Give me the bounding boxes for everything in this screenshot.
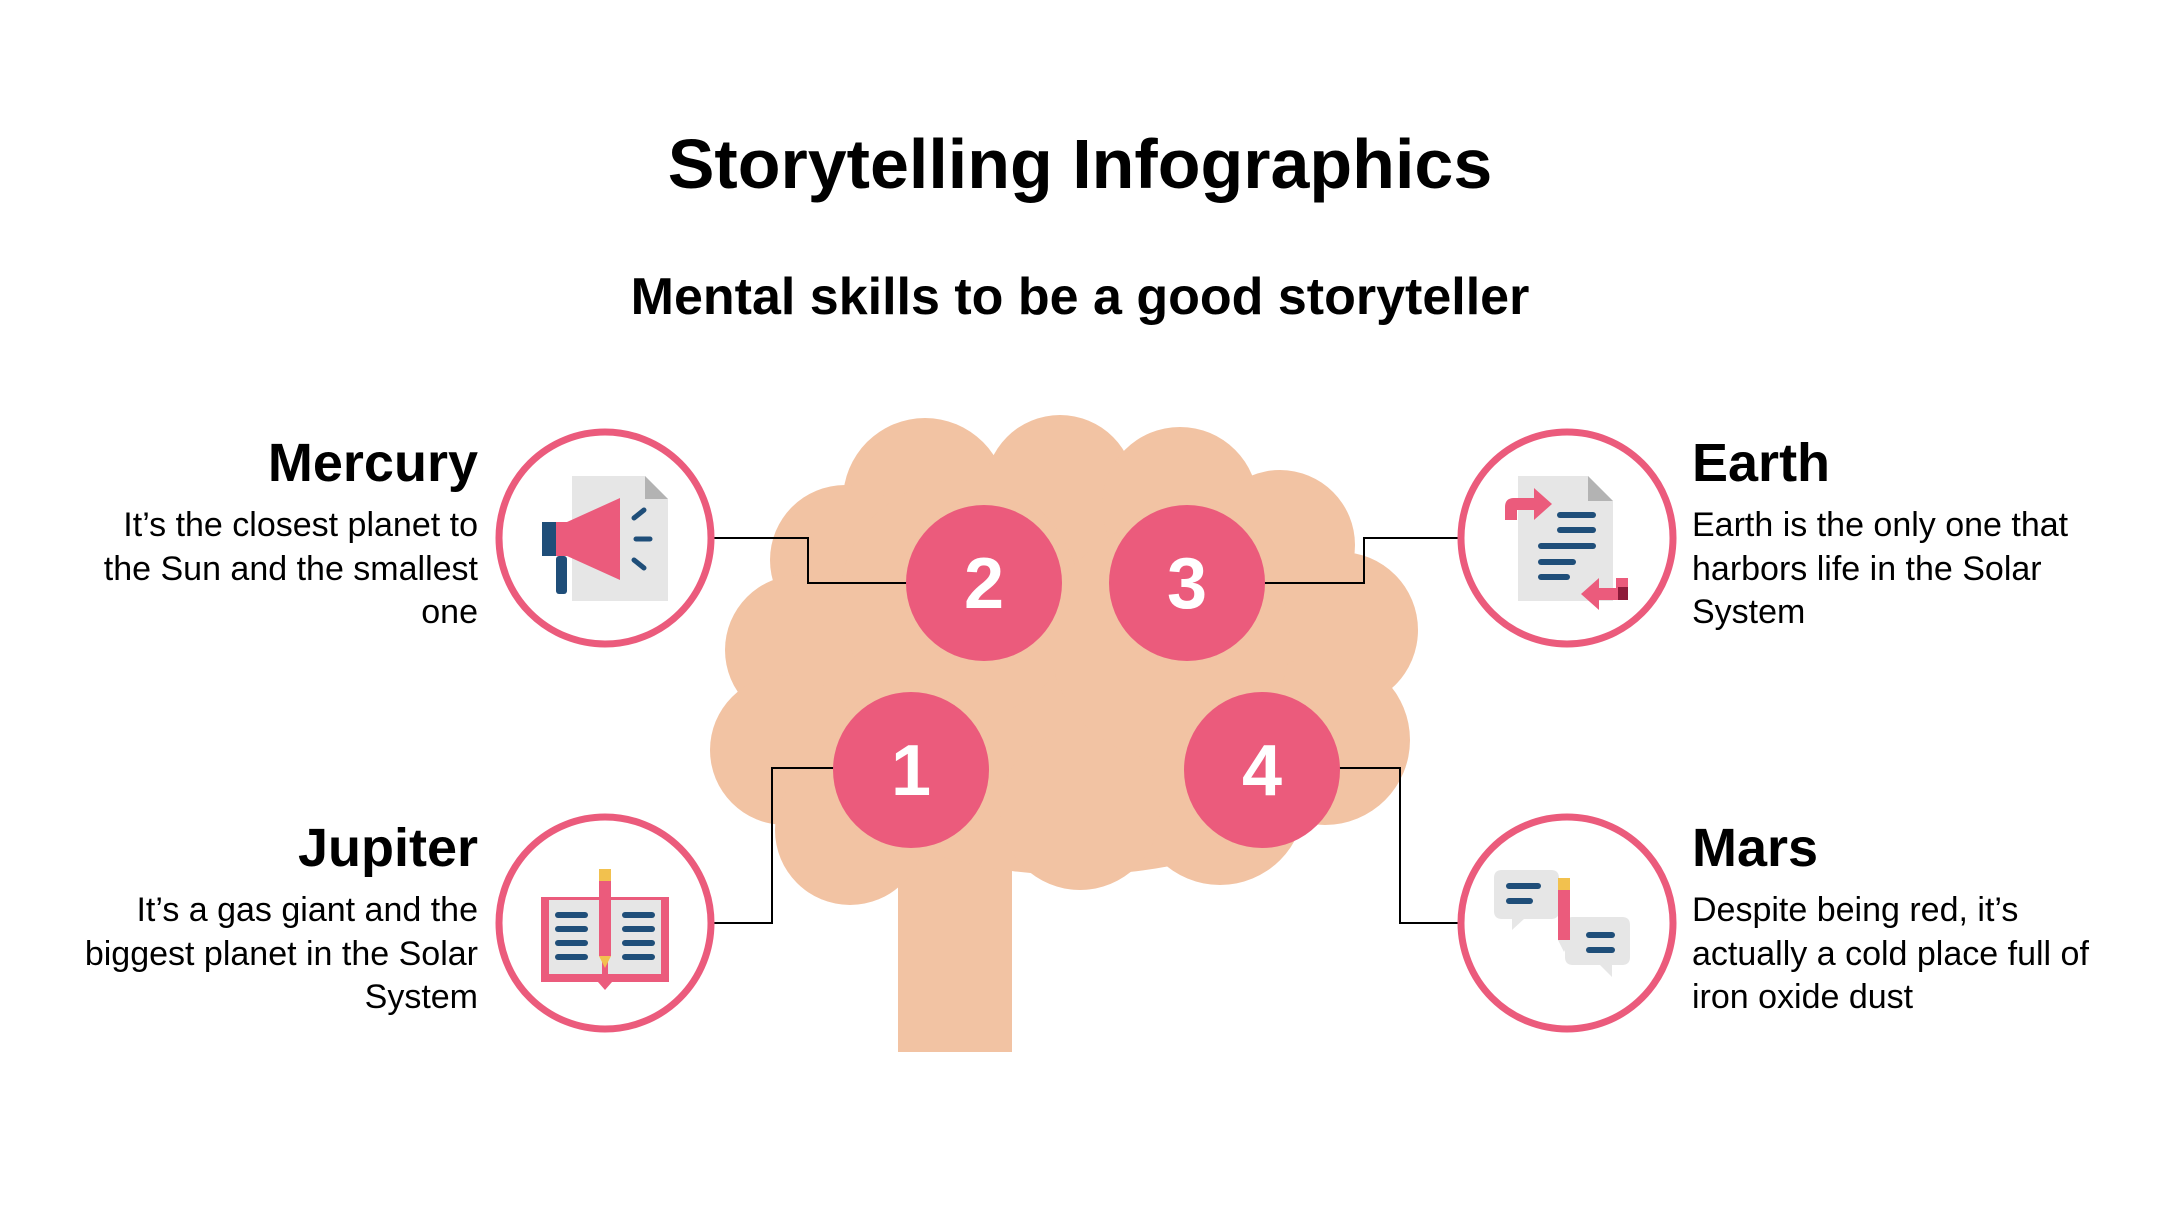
item-description: It’s a gas giant and the biggest planet …: [84, 891, 478, 1016]
number-label-1: 1: [891, 731, 931, 811]
page-title: Storytelling Infographics: [667, 125, 1493, 203]
chat-bubbles-pencil-icon: [1494, 870, 1630, 977]
item-heading: Mercury: [267, 433, 478, 493]
item-description: Despite being red, it’s actually a cold …: [1692, 891, 2089, 1016]
page-subtitle: Mental skills to be a good storyteller: [630, 268, 1530, 326]
document-exchange-icon: [1505, 476, 1628, 610]
item-mercury: Mercury It’s the closest planet to the S…: [80, 430, 478, 635]
number-label-2: 2: [964, 544, 1004, 624]
connector-mars: [1338, 767, 1460, 924]
number-circle-3: 3: [1109, 505, 1265, 661]
number-circle-4: 4: [1184, 692, 1340, 848]
connector-earth: [1264, 537, 1460, 584]
connector-lines: [712, 537, 1460, 924]
number-circle-2: 2: [906, 505, 1062, 661]
item-description: Earth is the only one that harbors life …: [1692, 506, 2069, 631]
connector-mercury: [712, 537, 908, 584]
number-label-3: 3: [1167, 544, 1207, 624]
item-description: It’s the closest planet to the Sun and t…: [103, 506, 478, 631]
item-heading: Earth: [1692, 433, 1831, 493]
brain-stem: [898, 840, 1012, 1052]
item-jupiter: Jupiter It’s a gas giant and the biggest…: [80, 815, 478, 1020]
item-mars: Mars Despite being red, it’s actually a …: [1692, 815, 2122, 1020]
item-heading: Jupiter: [297, 818, 478, 878]
number-circle-1: 1: [833, 692, 989, 848]
megaphone-document-icon: [542, 476, 668, 601]
item-heading: Mars: [1692, 818, 1819, 878]
connector-jupiter: [712, 767, 834, 924]
item-earth: Earth Earth is the only one that harbors…: [1692, 430, 2112, 635]
open-book-pencil-icon: [541, 869, 669, 990]
number-label-4: 4: [1242, 731, 1282, 811]
